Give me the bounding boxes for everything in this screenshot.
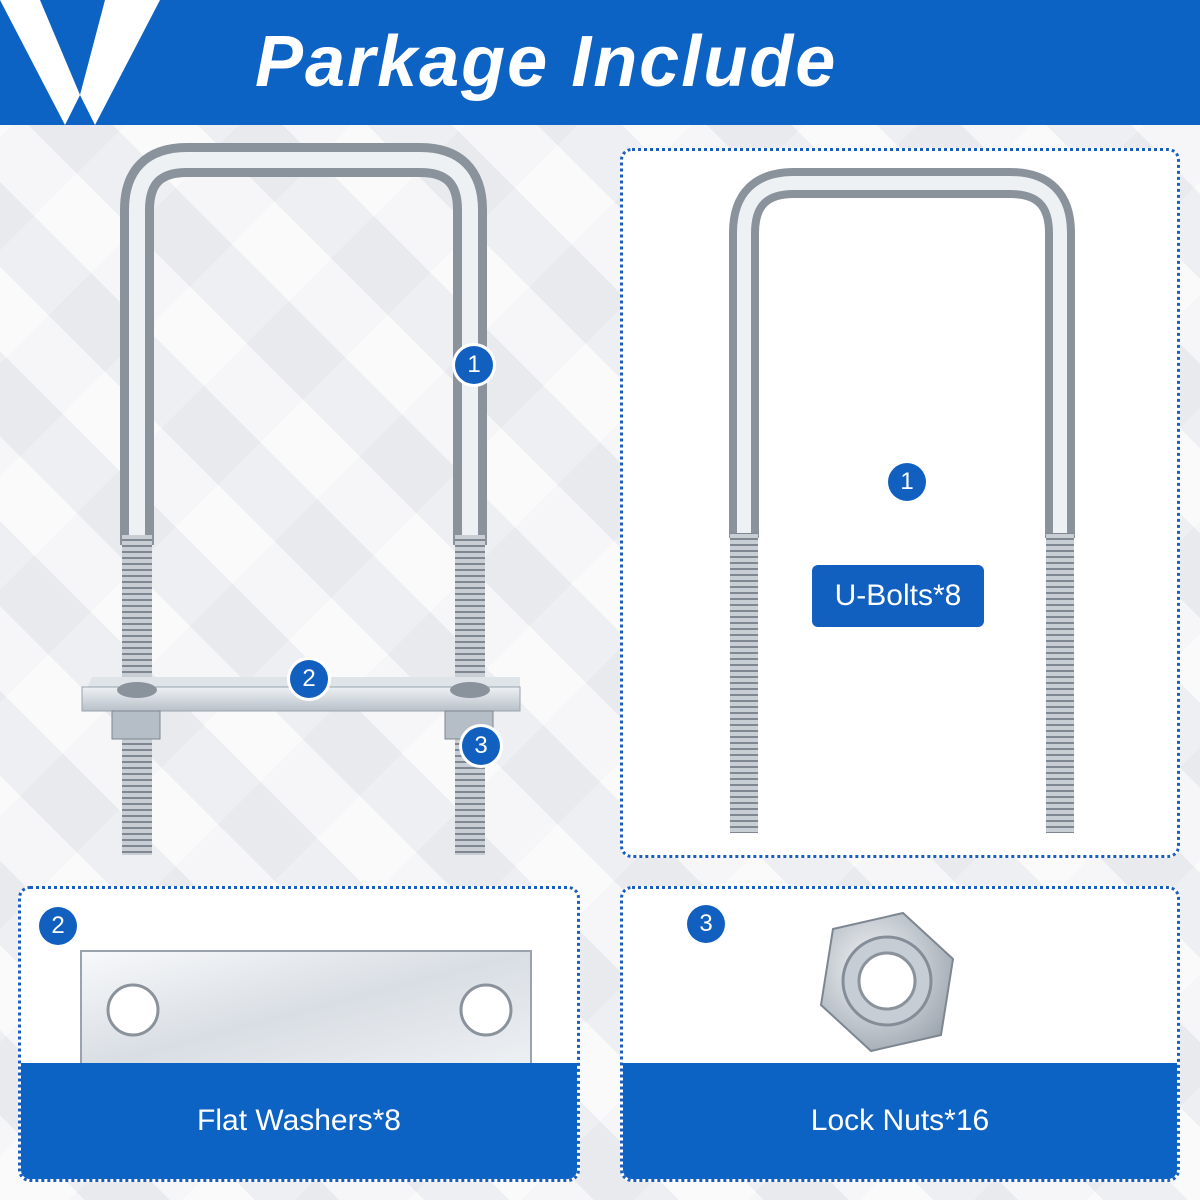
flat-washer-caption: Flat Washers*8 — [21, 1063, 577, 1179]
lock-nut-number-badge: 3 — [687, 905, 725, 943]
u-bolt-label: U-Bolts*8 — [812, 565, 984, 627]
u-bolt-number-badge: 1 — [888, 463, 926, 501]
flat-washer-panel: 2 Flat Washers*8 — [18, 886, 580, 1182]
header-chevron-decoration — [0, 0, 200, 125]
flat-washer-plate-icon — [80, 950, 532, 1069]
assembled-u-bolt-illustration — [81, 143, 521, 855]
assembly-badge-1: 1 — [455, 346, 493, 384]
u-bolt-icon — [729, 168, 1075, 833]
lock-nut-caption: Lock Nuts*16 — [623, 1063, 1177, 1179]
hex-lock-nut-icon — [819, 911, 955, 1053]
u-bolt-panel — [620, 148, 1180, 858]
assembly-badge-2: 2 — [290, 660, 328, 698]
header-banner — [0, 0, 1200, 125]
flat-washer-number-badge: 2 — [39, 907, 77, 945]
assembly-badge-3: 3 — [462, 727, 500, 765]
page-title: Parkage Include — [255, 22, 838, 102]
lock-nut-panel: 3 Lock Nuts*16 — [620, 886, 1180, 1182]
